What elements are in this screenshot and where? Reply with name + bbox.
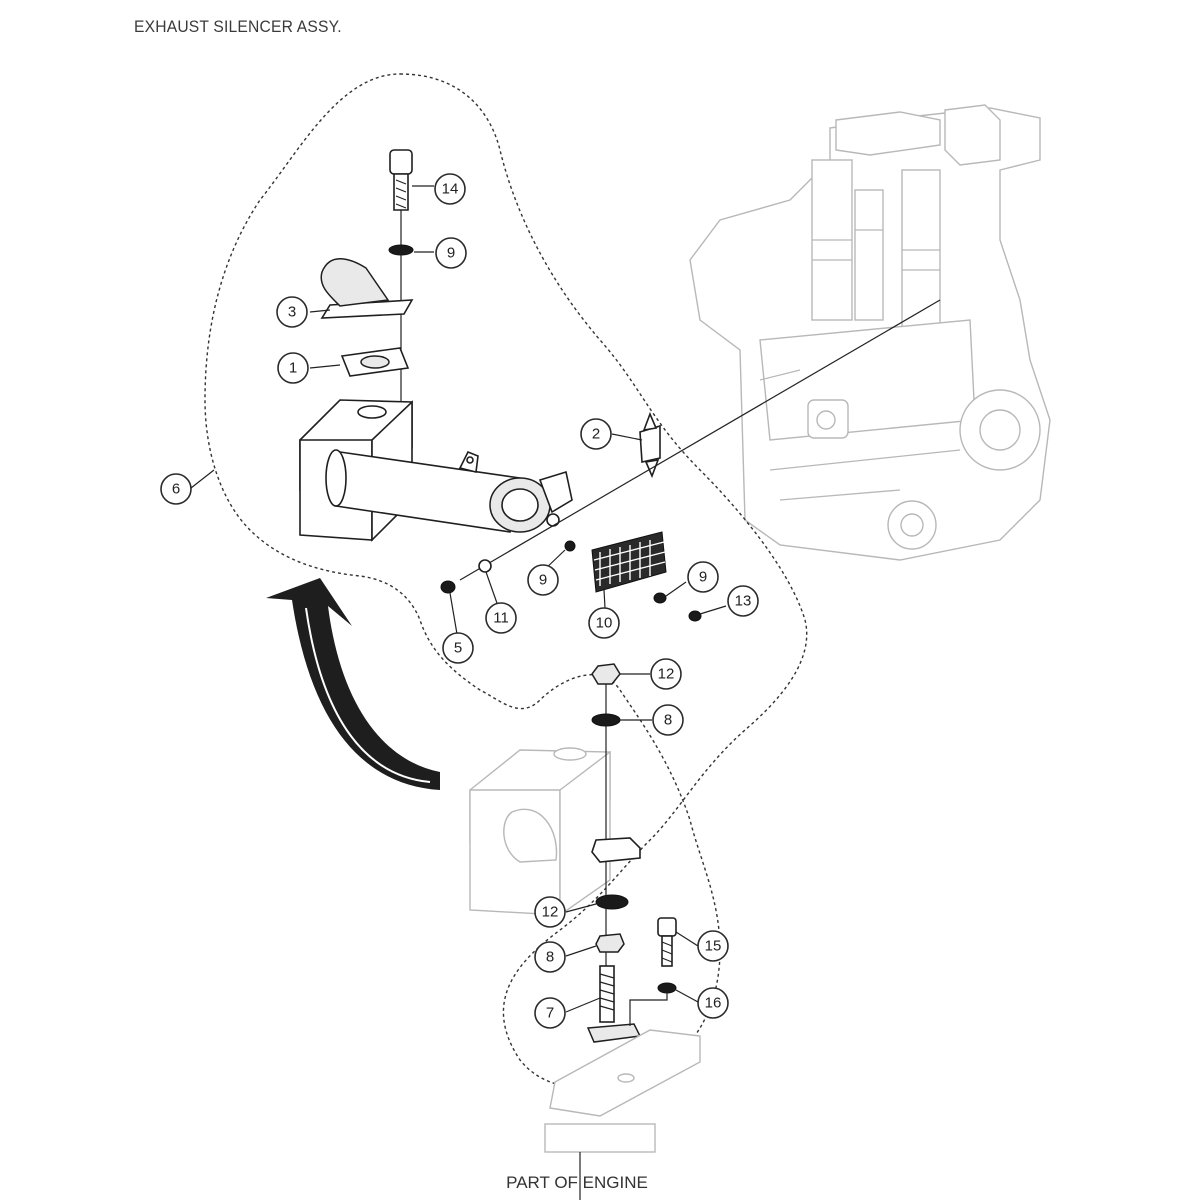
svg-text:10: 10 — [596, 615, 613, 632]
part-15-bolt — [657, 917, 677, 967]
silencer-assembly — [299, 399, 573, 542]
assembly-arrow — [266, 578, 440, 790]
svg-text:1: 1 — [289, 360, 297, 377]
callout-12-lower: 12 — [534, 896, 566, 928]
callout-14: 14 — [434, 173, 466, 205]
part-7-stud — [586, 965, 642, 1043]
part-8-nut-lower — [595, 933, 625, 953]
part-12-washer-lower — [595, 894, 629, 910]
part-5-nut — [440, 580, 456, 594]
part-3-rain-cap — [320, 258, 414, 319]
part-9-washer-mid — [564, 540, 576, 552]
callout-1: 1 — [277, 352, 309, 384]
engine-mount-plate — [544, 1029, 701, 1153]
svg-text:9: 9 — [539, 572, 547, 589]
diagram-title: EXHAUST SILENCER ASSY. — [134, 17, 342, 36]
lower-silencer-ghost — [469, 747, 611, 917]
part-9-washer-top — [388, 244, 414, 256]
svg-text:11: 11 — [493, 610, 509, 627]
svg-text:5: 5 — [454, 640, 462, 657]
svg-text:9: 9 — [447, 245, 455, 262]
part-8-washer-top — [591, 713, 621, 727]
callout-3: 3 — [276, 296, 308, 328]
part-1-gasket — [340, 347, 410, 377]
svg-text:14: 14 — [442, 181, 459, 198]
svg-text:16: 16 — [705, 995, 722, 1012]
svg-text:8: 8 — [664, 712, 672, 729]
part-10-screen — [591, 531, 667, 593]
part-9-washer-right — [653, 592, 667, 604]
callout-9-mid: 9 — [527, 564, 559, 596]
part-13-nut — [688, 610, 702, 622]
part-2-spark-arrestor — [639, 411, 661, 479]
callout-2: 2 — [580, 418, 612, 450]
callout-leaders — [190, 185, 727, 1013]
callout-8-lower: 8 — [534, 941, 566, 973]
part-16-washer — [657, 982, 677, 994]
callout-6: 6 — [160, 473, 192, 505]
callout-9-top: 9 — [435, 237, 467, 269]
callout-11: 11 — [485, 602, 517, 634]
callout-7: 7 — [534, 997, 566, 1029]
mounting-bracket — [591, 837, 641, 863]
svg-text:13: 13 — [735, 593, 752, 610]
part-of-engine-label: PART OF ENGINE — [506, 1173, 648, 1192]
callout-15: 15 — [697, 930, 729, 962]
svg-text:3: 3 — [288, 304, 296, 321]
callout-9-right: 9 — [687, 561, 719, 593]
svg-text:12: 12 — [542, 904, 559, 921]
svg-text:2: 2 — [592, 426, 600, 443]
callout-8-top: 8 — [652, 704, 684, 736]
engine-ghost — [689, 104, 1051, 561]
svg-text:15: 15 — [705, 938, 722, 955]
svg-text:12: 12 — [658, 666, 675, 683]
svg-text:6: 6 — [172, 481, 180, 498]
svg-text:9: 9 — [699, 569, 707, 586]
callout-5: 5 — [442, 632, 474, 664]
svg-text:8: 8 — [546, 949, 554, 966]
part-11-washer — [478, 559, 492, 573]
callout-13: 13 — [727, 585, 759, 617]
callout-10: 10 — [588, 607, 620, 639]
callout-16: 16 — [697, 987, 729, 1019]
callout-12-top: 12 — [650, 658, 682, 690]
part-14-bolt — [389, 149, 413, 211]
part-12-nut-top — [591, 663, 621, 685]
svg-text:7: 7 — [546, 1005, 554, 1022]
